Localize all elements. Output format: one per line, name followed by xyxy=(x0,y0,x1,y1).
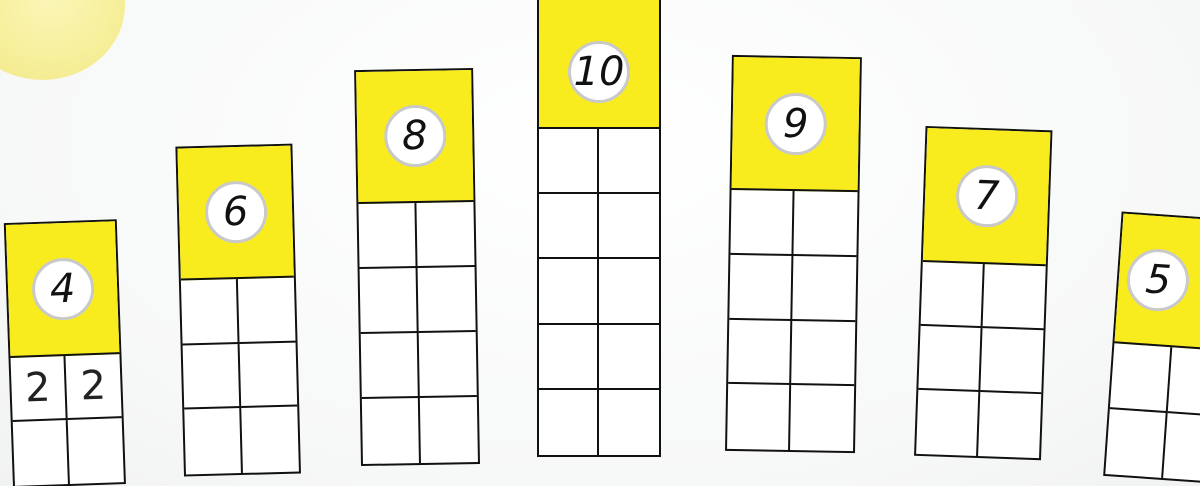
number-house-7: 7 xyxy=(914,126,1052,460)
house-cell[interactable] xyxy=(539,129,599,194)
house-cell[interactable]: 2 xyxy=(65,354,122,420)
house-roof: 9 xyxy=(732,57,860,192)
house-cell[interactable] xyxy=(13,420,70,486)
house-cell[interactable] xyxy=(921,262,985,328)
number-house-8: 8 xyxy=(354,68,480,466)
house-cell[interactable] xyxy=(67,418,124,484)
house-cell[interactable] xyxy=(599,129,659,194)
house-roof: 6 xyxy=(177,146,293,281)
roof-number: 9 xyxy=(764,92,827,155)
house-roof: 4 xyxy=(6,221,120,358)
house-cell[interactable] xyxy=(184,408,242,474)
house-roof: 10 xyxy=(539,0,659,129)
house-cell[interactable] xyxy=(239,342,297,408)
house-cell[interactable] xyxy=(237,278,295,344)
house-cells xyxy=(181,278,299,475)
house-cell[interactable] xyxy=(599,325,659,390)
house-cell[interactable] xyxy=(361,333,420,399)
house-cell[interactable] xyxy=(1105,409,1167,478)
roof-number: 4 xyxy=(31,257,95,321)
house-cell[interactable] xyxy=(980,328,1044,394)
house-cells xyxy=(727,190,858,451)
house-cell[interactable] xyxy=(358,203,417,269)
house-cell[interactable] xyxy=(539,325,599,390)
house-cell[interactable] xyxy=(539,390,599,455)
roof-number: 8 xyxy=(383,105,446,168)
house-cell[interactable] xyxy=(181,279,239,345)
number-house-6: 6 xyxy=(175,144,301,477)
house-cell[interactable] xyxy=(729,255,793,321)
number-house-10: 10 xyxy=(537,0,661,457)
roof-number: 6 xyxy=(204,180,268,244)
house-cell[interactable]: 2 xyxy=(10,356,67,422)
house-cell[interactable] xyxy=(539,259,599,324)
sun-illustration xyxy=(0,0,125,80)
house-roof: 8 xyxy=(356,70,473,204)
house-cells xyxy=(1105,343,1200,482)
number-house-5: 5 xyxy=(1103,211,1200,484)
house-cell[interactable] xyxy=(792,256,856,322)
house-cell[interactable] xyxy=(599,259,659,324)
house-cell[interactable] xyxy=(916,390,980,456)
number-house-9: 9 xyxy=(725,55,862,453)
house-cell[interactable] xyxy=(918,326,982,392)
house-cell[interactable] xyxy=(978,392,1042,458)
house-cell[interactable] xyxy=(360,268,419,334)
house-cell[interactable] xyxy=(793,191,857,257)
house-cell[interactable] xyxy=(790,385,854,451)
roof-number: 5 xyxy=(1125,247,1191,313)
house-roof: 5 xyxy=(1114,214,1200,352)
house-cell[interactable] xyxy=(599,194,659,259)
house-cells xyxy=(539,129,659,455)
house-cell[interactable] xyxy=(241,407,299,473)
house-cell[interactable] xyxy=(982,264,1046,330)
house-cells xyxy=(916,262,1046,458)
house-cell[interactable] xyxy=(730,190,794,256)
house-cell[interactable] xyxy=(419,397,478,463)
house-cell[interactable] xyxy=(418,332,477,398)
roof-number: 10 xyxy=(568,41,630,103)
house-cells xyxy=(358,202,478,464)
house-cell[interactable] xyxy=(417,267,476,333)
house-cell[interactable] xyxy=(727,384,791,450)
house-cell[interactable] xyxy=(416,202,475,268)
house-cell[interactable] xyxy=(1168,347,1200,416)
house-cell[interactable] xyxy=(791,321,855,387)
roof-number: 7 xyxy=(955,164,1019,228)
house-cell[interactable] xyxy=(1163,413,1200,482)
house-cell[interactable] xyxy=(599,390,659,455)
house-cell[interactable] xyxy=(183,344,241,410)
house-cell[interactable] xyxy=(539,194,599,259)
house-cell[interactable] xyxy=(1110,343,1172,412)
house-cell[interactable] xyxy=(728,319,792,385)
house-cell[interactable] xyxy=(362,398,421,464)
house-roof: 7 xyxy=(923,128,1051,266)
